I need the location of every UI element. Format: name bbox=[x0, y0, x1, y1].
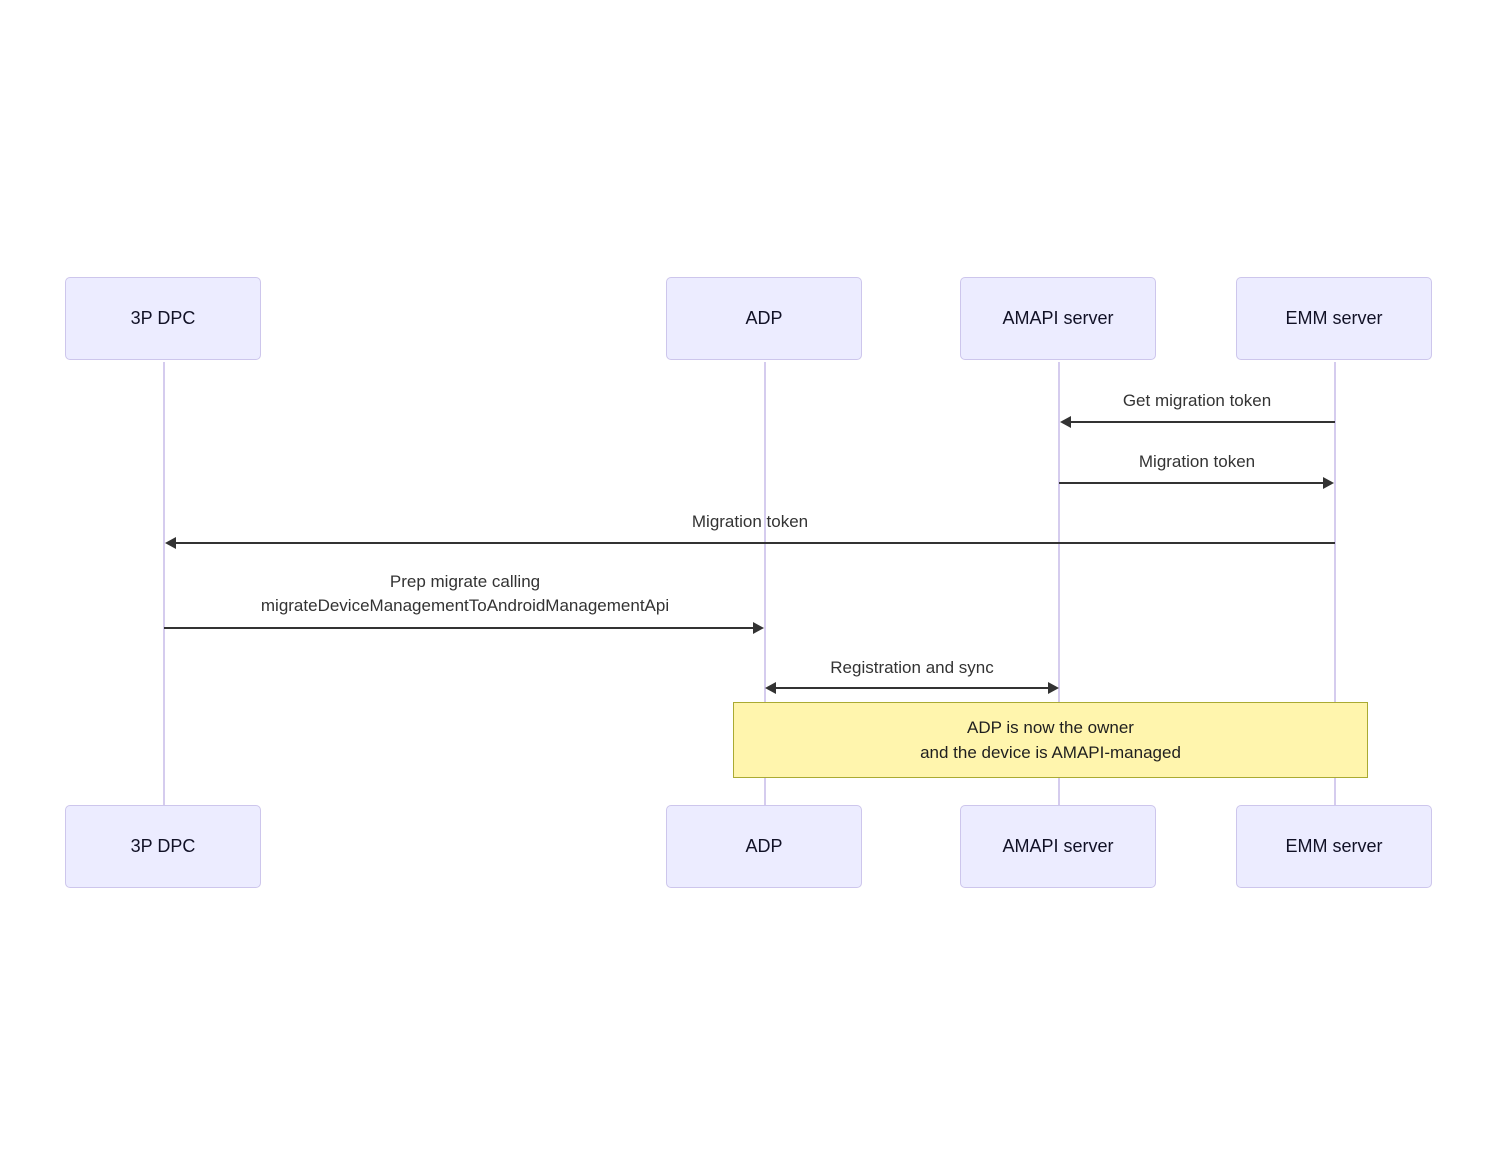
message-line bbox=[176, 542, 1335, 544]
lifeline-3p-dpc bbox=[163, 362, 165, 805]
message-label-prep-migrate-line1: Prep migrate calling bbox=[389, 572, 541, 591]
message-label-migration-token-to-dpc: Migration token bbox=[691, 512, 809, 531]
arrowhead-right-icon bbox=[753, 622, 764, 634]
arrowhead-left-icon bbox=[765, 682, 776, 694]
arrowhead-right-icon bbox=[1323, 477, 1334, 489]
actor-label: EMM server bbox=[1285, 836, 1383, 856]
message-label-prep-migrate-line2: migrateDeviceManagementToAndroidManageme… bbox=[260, 596, 670, 615]
actor-label: 3P DPC bbox=[130, 836, 196, 856]
actor-bottom-amapi-server: AMAPI server bbox=[960, 805, 1156, 888]
lifeline-amapi-server bbox=[1058, 362, 1060, 805]
message-label-migration-token-to-emm: Migration token bbox=[1138, 452, 1256, 471]
actor-label: ADP bbox=[745, 836, 783, 856]
actor-label: AMAPI server bbox=[1002, 308, 1114, 328]
message-line bbox=[1071, 421, 1335, 423]
arrowhead-right-icon bbox=[1048, 682, 1059, 694]
message-line bbox=[1059, 482, 1323, 484]
lifeline-adp bbox=[764, 362, 766, 805]
actor-label: 3P DPC bbox=[130, 308, 196, 328]
note-line2: and the device is AMAPI-managed bbox=[920, 743, 1181, 762]
actor-label: AMAPI server bbox=[1002, 836, 1114, 856]
message-line bbox=[164, 627, 753, 629]
arrowhead-left-icon bbox=[165, 537, 176, 549]
actor-label: ADP bbox=[745, 308, 783, 328]
actor-bottom-emm-server: EMM server bbox=[1236, 805, 1432, 888]
actor-label: EMM server bbox=[1285, 308, 1383, 328]
note-adp-owner: ADP is now the owner and the device is A… bbox=[733, 702, 1368, 778]
actor-bottom-3p-dpc: 3P DPC bbox=[65, 805, 261, 888]
actor-top-3p-dpc: 3P DPC bbox=[65, 277, 261, 360]
actor-bottom-adp: ADP bbox=[666, 805, 862, 888]
actor-top-emm-server: EMM server bbox=[1236, 277, 1432, 360]
note-line1: ADP is now the owner bbox=[967, 718, 1134, 737]
message-label-registration-and-sync: Registration and sync bbox=[830, 658, 994, 677]
actor-top-amapi-server: AMAPI server bbox=[960, 277, 1156, 360]
lifeline-emm-server bbox=[1334, 362, 1336, 805]
arrowhead-left-icon bbox=[1060, 416, 1071, 428]
message-line bbox=[776, 687, 1048, 689]
actor-top-adp: ADP bbox=[666, 277, 862, 360]
message-label-get-migration-token: Get migration token bbox=[1122, 391, 1272, 410]
